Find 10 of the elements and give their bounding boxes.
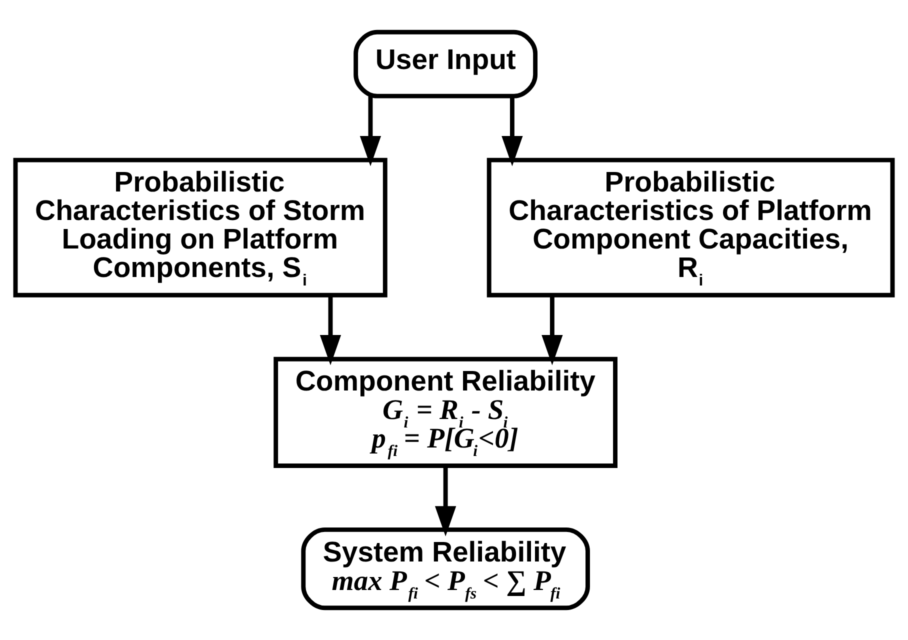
arrow [502,96,523,166]
arrow [360,96,382,166]
arrow [542,295,563,366]
node-box: User Input [354,30,538,98]
arrow [320,295,342,366]
arrow [434,466,456,536]
node-box: Component Reliability G$_{i}$ = R$_{i}$ - S$_{i}$ p$_{fi}$ = P[G$_{i}$<0] [274,356,618,468]
node-box: System Reliability max P$_{fi}$ < P$_{fs}$ < ∑ P$_{fi}$ [301,527,590,610]
node-box: Probabilistic Characteristics of Storm Loading on Platform Components, S$_{i}$ [13,158,388,298]
node-box: Probabilistic Characteristics of Platform Component Capacities, R$_{i}$ [486,158,895,298]
